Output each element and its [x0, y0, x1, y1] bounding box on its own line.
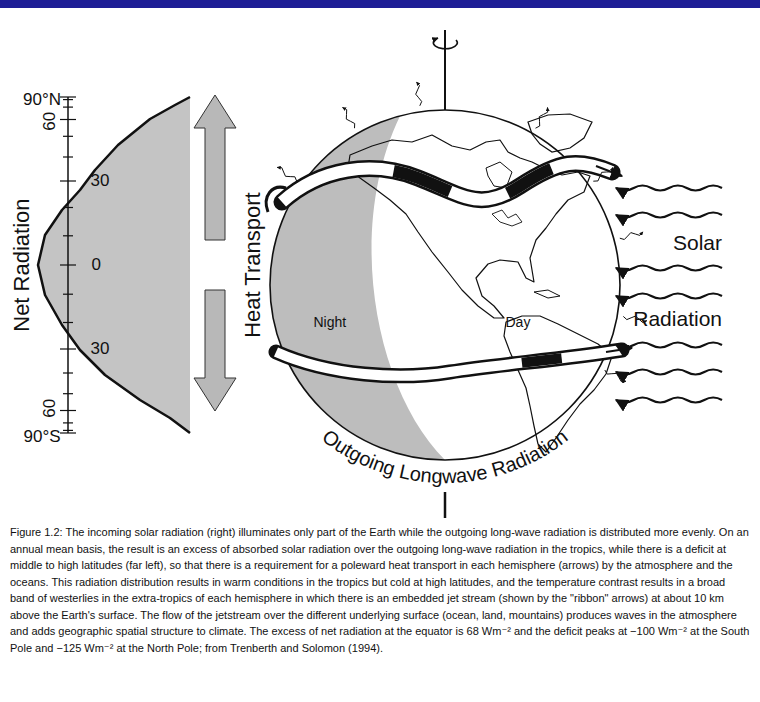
tick-mark: [63, 430, 73, 431]
outgoing-longwave-arrows: [277, 82, 647, 382]
longwave-arrow: [593, 167, 613, 181]
longwave-arrow: [416, 82, 422, 106]
tick-mark: [60, 410, 76, 411]
latitude-ticks: [60, 97, 76, 433]
longwave-arrow: [620, 232, 643, 240]
great-lakes: [492, 210, 522, 226]
solar-arrow: [616, 343, 722, 348]
longwave-arrow: [343, 108, 355, 129]
tick-mark: [60, 119, 76, 120]
longwave-arrow: [536, 108, 548, 129]
latitude-label: 30: [91, 340, 110, 359]
solar-arrow: [616, 398, 722, 403]
solar-arrow: [616, 294, 722, 299]
tick-mark: [60, 96, 76, 97]
axis-title: Net Radiation: [9, 198, 33, 331]
solar-arrow: [616, 370, 722, 375]
heat-transport-arrow-north: [194, 95, 236, 240]
tick-mark: [63, 372, 73, 373]
globe: [270, 110, 620, 460]
tick-mark: [63, 207, 73, 208]
rotation-arrow: [433, 38, 457, 49]
latitude-label: 0: [92, 256, 101, 275]
curved-label: Outgoing Longwave Radiation: [318, 425, 571, 487]
jet-stream-north: [266, 163, 622, 212]
longwave-arrow: [277, 167, 297, 181]
solar-radiation-arrows: [616, 186, 722, 403]
heat-transport-arrow-south: [194, 290, 236, 411]
axis-title: Heat Transport: [241, 192, 265, 338]
globe-outline: [270, 110, 620, 460]
greenland: [528, 114, 592, 152]
tick-mark: [60, 180, 76, 181]
jet-stream-south: [276, 348, 632, 376]
tick-mark: [63, 422, 73, 423]
net-radiation-fill: [38, 97, 190, 433]
latitude-label: 90°S: [24, 428, 61, 447]
latitude-label: 30: [91, 172, 110, 191]
tick-mark: [63, 136, 73, 137]
latitude-label: 90°N: [23, 91, 61, 110]
tick-mark: [63, 235, 73, 236]
longwave-arrow: [605, 370, 626, 382]
solar-label: Solar Radiation: [620, 205, 722, 357]
tick-mark: [63, 106, 73, 107]
rotation-axis-top: [444, 30, 446, 110]
region-label: Night: [314, 315, 347, 330]
tick-mark: [63, 322, 73, 323]
cuba: [534, 290, 560, 298]
tick-mark: [60, 348, 76, 349]
tick-mark: [60, 264, 76, 265]
solar-arrow: [616, 213, 722, 218]
solar-arrow: [616, 186, 722, 191]
solar-arrow: [616, 266, 722, 271]
tick-mark: [63, 156, 73, 157]
outgoing-longwave-label: Outgoing Longwave Radiation: [318, 425, 571, 487]
tick-mark: [63, 99, 73, 100]
net-radiation-curve: [38, 97, 190, 433]
latitude-label: 60: [41, 111, 60, 130]
tick-mark: [63, 294, 73, 295]
figure-caption: Figure 1.2: The incoming solar radiation…: [10, 524, 750, 656]
title-bar: [0, 0, 760, 8]
region-label: Day: [506, 315, 531, 330]
latitude-label: 60: [41, 398, 60, 417]
tick-mark: [63, 393, 73, 394]
tick-mark: [60, 432, 76, 433]
rotation-axis-bottom: [444, 492, 447, 518]
